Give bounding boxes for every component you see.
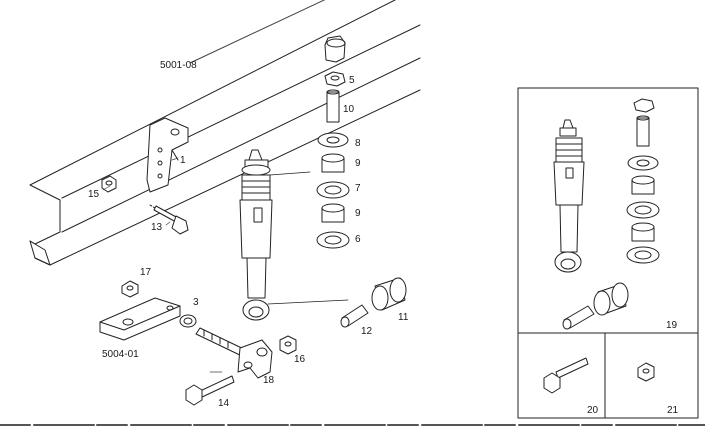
part-label-9a: 9: [355, 158, 361, 169]
group-ref-5004-01: 5004-01: [102, 349, 139, 360]
bushing-stack: [316, 35, 350, 249]
part-label-13: 13: [151, 222, 163, 233]
part-label-6: 6: [355, 234, 361, 245]
inset-frame: [517, 87, 699, 419]
part-label-10: 10: [343, 104, 355, 115]
part-label-20: 20: [587, 405, 599, 416]
inset-shock-absorber-kit: [553, 98, 660, 330]
sleeve-and-bushing-12-11: [340, 277, 407, 328]
part-label-8: 8: [355, 138, 361, 149]
part-label-7: 7: [355, 183, 361, 194]
nut-part-16: [279, 335, 297, 355]
spring-plate: [99, 297, 181, 341]
part-label-15: 15: [88, 189, 100, 200]
part-label-17: 17: [140, 267, 152, 278]
part-label-5: 5: [349, 75, 355, 86]
chassis-frame-rail: [29, 0, 421, 266]
shock-absorber: [239, 149, 349, 321]
part-label-1: 1: [180, 155, 186, 166]
part-label-11: 11: [398, 312, 409, 323]
nut-part-17: [121, 280, 139, 298]
part-label-18: 18: [263, 375, 275, 386]
mounting-pin-bracket-18: [195, 327, 273, 379]
part-label-19: 19: [666, 320, 678, 331]
nut-part-15: [101, 175, 117, 193]
part-label-16: 16: [294, 354, 306, 365]
part-label-9b: 9: [355, 208, 361, 219]
inset-nut-21: [637, 362, 655, 382]
leader-lines: [102, 157, 223, 373]
part-label-3: 3: [193, 297, 199, 308]
part-label-12: 12: [361, 326, 373, 337]
group-ref-5001-08: 5001-08: [160, 60, 197, 71]
part-label-21: 21: [667, 405, 679, 416]
bolt-part-13: [149, 204, 189, 235]
inset-bolt-20: [543, 357, 589, 394]
bolt-part-14: [185, 375, 235, 406]
washer-part-3: [179, 314, 197, 328]
part-label-14: 14: [218, 398, 230, 409]
